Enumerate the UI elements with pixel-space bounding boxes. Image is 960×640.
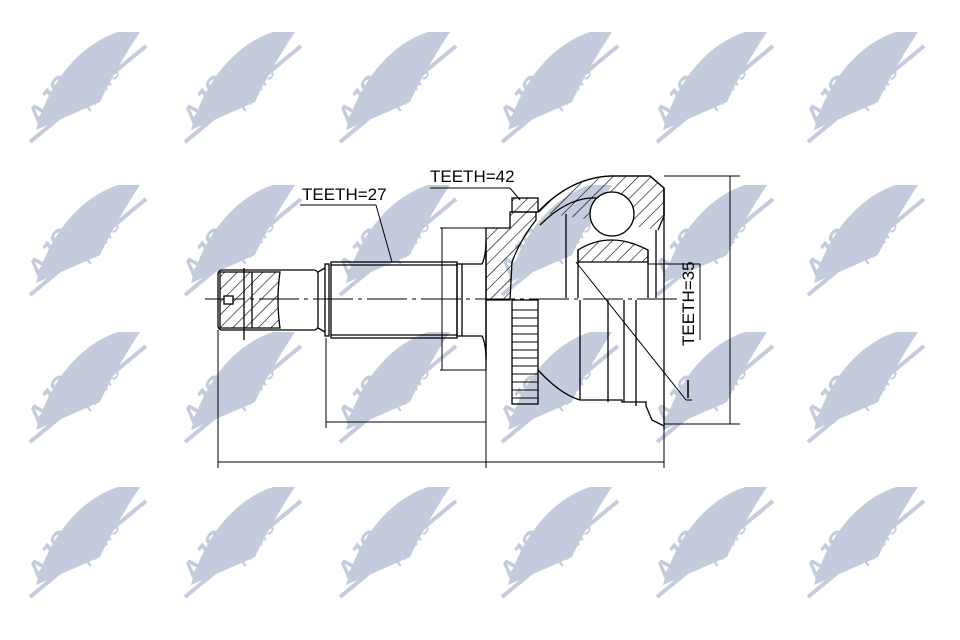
ajs-parts-watermark <box>795 485 926 599</box>
ajs-parts-watermark <box>644 485 775 599</box>
teeth-35-label: TEETH=35 <box>679 261 698 346</box>
ajs-parts-watermark <box>795 30 926 144</box>
ajs-parts-watermark <box>795 183 926 297</box>
abs-ring <box>511 299 539 405</box>
outer-housing <box>537 175 692 430</box>
splined-shaft <box>330 239 487 361</box>
ajs-parts-watermark <box>17 183 148 297</box>
flange <box>485 197 539 370</box>
ajs-parts-watermark <box>327 330 458 444</box>
ajs-parts-watermark <box>489 330 620 444</box>
ajs-parts-watermark <box>17 30 148 144</box>
cv-joint-drawing <box>205 175 740 468</box>
labels: TEETH=27 TEETH=42 TEETH=35 <box>302 167 698 346</box>
ajs-parts-watermark <box>644 330 775 444</box>
ajs-parts-watermark <box>17 485 148 599</box>
ajs-parts-watermark <box>644 30 775 144</box>
watermark-layer <box>17 30 926 599</box>
ajs-parts-watermark <box>327 30 458 144</box>
ajs-parts-watermark <box>795 330 926 444</box>
ajs-parts-watermark <box>17 330 148 444</box>
ajs-parts-watermark <box>172 485 303 599</box>
ajs-parts-watermark <box>489 485 620 599</box>
ajs-parts-watermark <box>327 485 458 599</box>
ajs-parts-watermark <box>172 30 303 144</box>
teeth-27-label: TEETH=27 <box>302 185 387 204</box>
ajs-parts-watermark <box>644 183 775 297</box>
ajs-parts-watermark <box>172 330 303 444</box>
leaders <box>300 187 521 263</box>
shaft-end <box>217 263 330 340</box>
teeth-42-label: TEETH=42 <box>430 167 515 186</box>
ajs-parts-watermark <box>489 30 620 144</box>
dimensions <box>217 175 740 468</box>
